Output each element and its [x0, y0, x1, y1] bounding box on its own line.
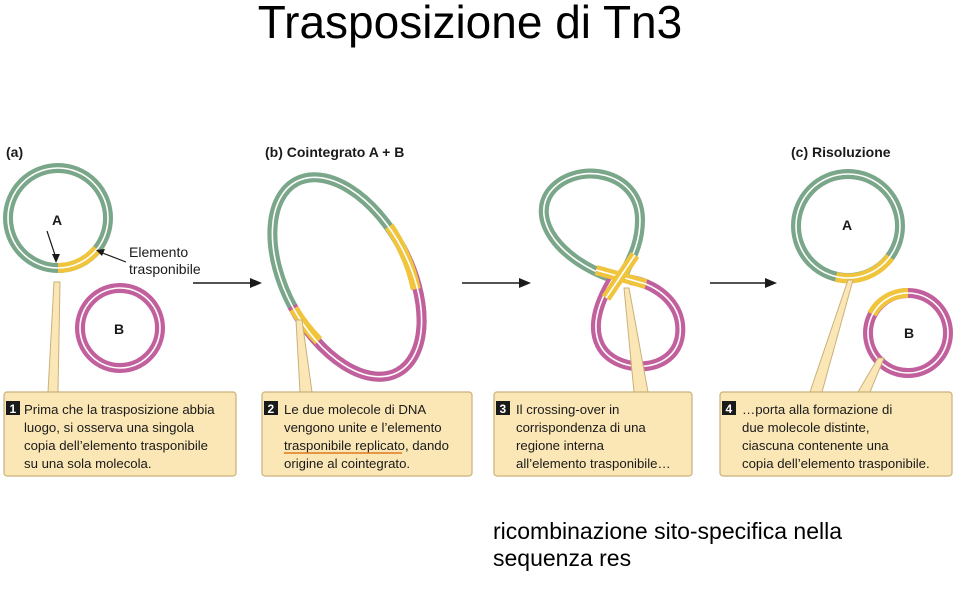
step-box-2: 2 Le due molecole di DNA vengono unite e…	[261, 391, 473, 477]
step-line: copia dell’elemento trasponibile	[24, 438, 208, 453]
step-box-4: 4 …porta alla formazione di due molecole…	[719, 391, 953, 477]
pointer-arrow	[46, 230, 57, 259]
step-number: 4	[726, 402, 733, 416]
callout-pointer-3	[623, 287, 649, 393]
step-line: all’elemento trasponibile…	[516, 456, 671, 471]
panel-b-label: (b) Cointegrato A + B	[265, 144, 404, 160]
arrow-crossing-to-c	[710, 278, 777, 288]
step-line: Prima che la trasposizione abbia	[24, 402, 215, 417]
step-number: 3	[500, 402, 507, 416]
step-line: su una sola molecola.	[24, 456, 152, 471]
step-number-badge	[264, 401, 278, 415]
slide-title: Trasposizione di Tn3	[257, 0, 683, 48]
step-number: 2	[268, 402, 275, 416]
callout-pointer-4b	[857, 357, 885, 393]
step-line: Il crossing-over in	[516, 402, 619, 417]
element-label-2: trasponibile	[129, 261, 201, 277]
slide-caption: ricombinazione sito-specifica nella sequ…	[493, 518, 842, 571]
ring-b-label: B	[114, 321, 124, 337]
cointegrate-molecule	[267, 172, 427, 382]
step-line: Le due molecole di DNA	[284, 402, 426, 417]
molecule-b-before	[75, 283, 165, 373]
ring-a-label: A	[52, 212, 62, 228]
step-line: due molecole distinte,	[742, 420, 870, 435]
ring-a-after-label: A	[842, 217, 852, 233]
arrow-a-to-b	[193, 278, 262, 288]
molecule-b-after	[863, 288, 953, 378]
ring-b-after-label: B	[904, 325, 914, 341]
step-line: vengono unite e l’elemento	[284, 420, 442, 435]
step-line: …porta alla formazione di	[742, 402, 892, 417]
element-label-1: Elemento	[129, 244, 188, 260]
transposon-segment	[57, 245, 101, 273]
panel-a-label: (a)	[6, 144, 23, 160]
callout-pointer-1	[47, 281, 61, 393]
step-number: 1	[10, 402, 17, 416]
callout-pointer-4a	[809, 279, 854, 393]
step-line: corrispondenza di una	[516, 420, 646, 435]
step-number-badge	[496, 401, 510, 415]
step-line: trasponibile replicato, dando	[284, 438, 449, 453]
step-number-badge	[722, 401, 736, 415]
arrow-b-to-crossing	[462, 278, 531, 288]
step-line: origine al cointegrato.	[284, 456, 410, 471]
molecule-a-after	[791, 169, 905, 284]
step-box-3: 3 Il crossing-over in corrispondenza di …	[493, 391, 693, 477]
step-box-1: 1 Prima che la trasposizione abbia luogo…	[3, 391, 237, 477]
step-line: regione interna	[516, 438, 605, 453]
panel-c-label: (c) Risoluzione	[791, 144, 891, 160]
step-line: ciascuna contenente una	[742, 438, 889, 453]
molecule-a-before	[3, 163, 113, 273]
step-number-badge	[6, 401, 20, 415]
step-line: copia dell’elemento trasponibile.	[742, 456, 930, 471]
step-line: luogo, si osserva una singola	[24, 420, 195, 435]
crossing-over-molecule	[538, 168, 686, 372]
transposition-diagram: (a) A Elemento trasponibile B (b) Cointe…	[3, 144, 953, 477]
